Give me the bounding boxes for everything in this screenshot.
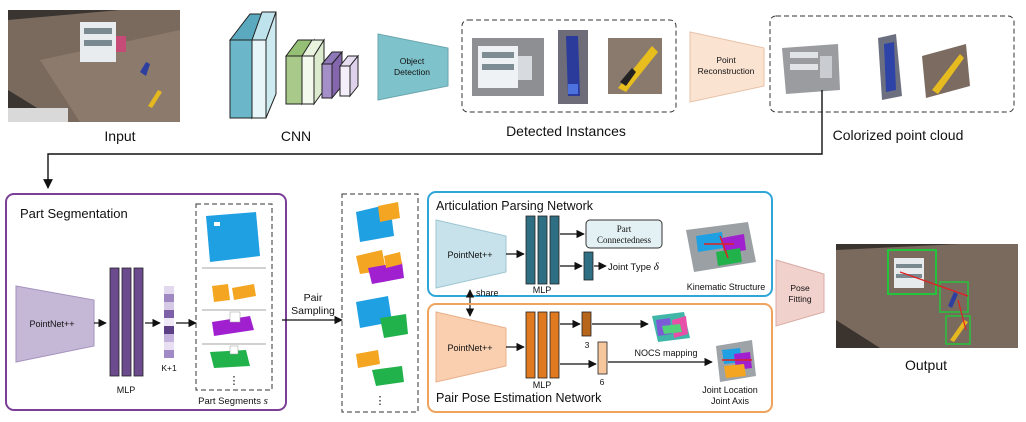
joint-location-label: Joint Location (702, 385, 758, 395)
object-detection-label-l1: Object (400, 56, 425, 66)
point-cloud-instance-1 (782, 44, 840, 94)
segment-orange (212, 284, 256, 302)
output-photo (836, 244, 1018, 348)
apn-pointnet-block: PointNet++ (435, 219, 507, 289)
pair-3 (356, 296, 408, 338)
ps-segments-ellipsis: ⋮ (229, 375, 240, 387)
joint-axis-label: Joint Axis (711, 396, 750, 406)
pairs-box (341, 193, 419, 413)
dim3-bar (581, 311, 592, 337)
ps-k-label: K+1 (161, 363, 177, 373)
cnn-layers (228, 11, 360, 120)
object-detection-label-l2: Detection (394, 67, 430, 77)
output-label: Output (905, 357, 947, 373)
ps-segments-symbol: s (264, 395, 268, 407)
part-connectedness-label-l1: Part (617, 224, 632, 234)
articulation-panel (427, 191, 773, 297)
ps-k-vector (164, 286, 174, 358)
pair-4 (356, 350, 404, 386)
part-segmentation-title: Part Segmentation (20, 206, 128, 221)
pair-1 (356, 202, 400, 242)
part-connectedness-label-l2: Connectedness (597, 235, 651, 245)
kinematic-structure-image (686, 222, 756, 272)
pose-fitting-label-l2: Fitting (788, 294, 811, 304)
point-cloud-instance-3 (922, 44, 970, 98)
joint-type-label: Joint Type (608, 262, 651, 273)
pairs-ellipsis: ⋮ (375, 395, 386, 407)
ppe-mlp-label: MLP (533, 380, 552, 390)
share-label: share (476, 288, 499, 298)
detected-instances-label: Detected Instances (506, 123, 626, 139)
joint-type-symbol: δ (654, 261, 660, 273)
dim6-label: 6 (600, 377, 605, 387)
joint-type-caption: Joint Type δ (608, 261, 660, 273)
joint-location-image (716, 340, 756, 382)
apn-pointnet-label: PointNet++ (447, 250, 492, 260)
point-reconstruction-label-l2: Reconstruction (698, 66, 755, 76)
part-segmentation-panel (5, 193, 287, 411)
detected-instance-3 (608, 38, 662, 94)
joint-type-bar (583, 251, 594, 281)
ps-mlp-label: MLP (117, 385, 136, 395)
nocs-mapping-image (652, 312, 690, 342)
ppe-mlp-block (525, 311, 560, 379)
point-reconstruction-block: Point Reconstruction (689, 31, 765, 103)
nocs-mapping-label: NOCS mapping (634, 348, 697, 358)
ps-mlp-block (109, 267, 144, 377)
segment-green (210, 345, 250, 368)
detected-instance-1 (472, 38, 544, 96)
ps-pointnet-block: PointNet++ (15, 285, 95, 363)
articulation-title: Articulation Parsing Network (436, 199, 594, 213)
pair-pose-panel (427, 303, 773, 413)
apn-mlp-block (525, 215, 560, 285)
ps-segments-label: Part Segments (198, 396, 261, 407)
point-cloud-label: Colorized point cloud (833, 127, 964, 143)
ppe-pointnet-label: PointNet++ (447, 343, 492, 353)
dim3-label: 3 (585, 340, 590, 350)
segment-blue (206, 212, 260, 262)
dim6-bar (597, 341, 608, 375)
cnn-label: CNN (281, 128, 311, 144)
feedback-arrow (43, 90, 823, 189)
point-cloud-instance-2 (878, 34, 902, 100)
input-label: Input (104, 128, 135, 144)
pair-sampling-label-l1: Pair (304, 292, 323, 304)
part-segments-box (195, 203, 273, 391)
pose-fitting-label-l1: Pose (790, 283, 810, 293)
input-photo (8, 10, 180, 122)
point-cloud-box (769, 15, 1015, 113)
kinematic-structure-label: Kinematic Structure (687, 282, 766, 292)
detected-instances-box (461, 19, 677, 113)
point-reconstruction-label-l1: Point (716, 55, 736, 65)
ps-segments-caption: Part Segments s (198, 395, 268, 407)
ps-pointnet-label: PointNet++ (29, 319, 74, 329)
segment-purple (212, 311, 254, 336)
pair-pose-title: Pair Pose Estimation Network (436, 391, 602, 405)
detected-instance-2 (558, 30, 588, 104)
pair-2 (356, 250, 404, 284)
part-connectedness-box: Part Connectedness (585, 219, 663, 249)
ppe-pointnet-block: PointNet++ (435, 311, 507, 383)
object-detection-block: Object Detection (377, 33, 449, 101)
pair-sampling-label-l2: Sampling (291, 305, 335, 317)
pose-fitting-block: Pose Fitting (775, 259, 825, 327)
apn-mlp-label: MLP (533, 285, 552, 295)
